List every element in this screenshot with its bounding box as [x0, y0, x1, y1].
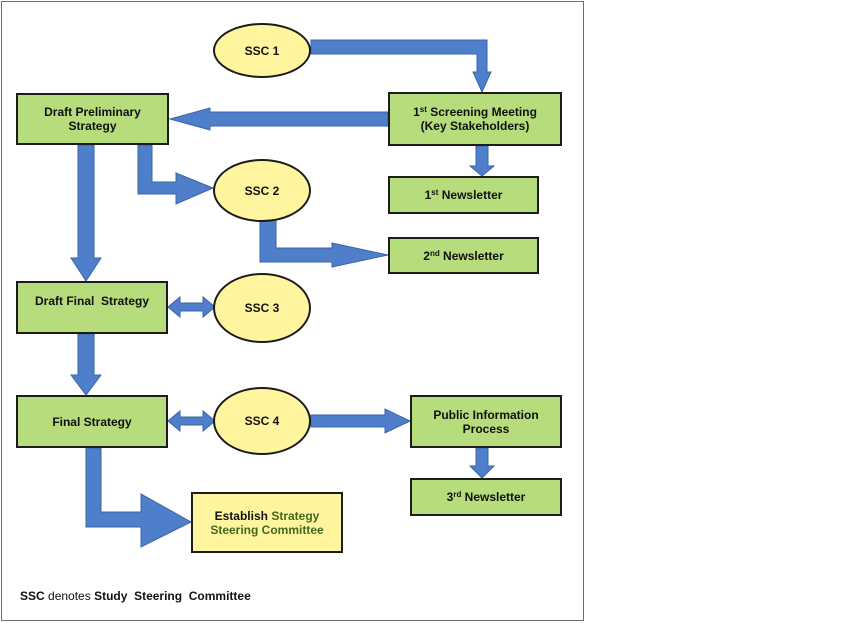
- ssc4-label: SSC 4: [244, 414, 280, 428]
- public-information-process-box: Public Information Process: [410, 395, 562, 448]
- ssc1-oval: SSC 1: [213, 23, 311, 78]
- newsletter-1-num: 1: [424, 188, 432, 202]
- arrow-draft-final-to-final: [70, 333, 102, 396]
- footnote-expansion: Study Steering Committee: [94, 589, 251, 603]
- newsletter-2-label: Newsletter: [439, 248, 504, 263]
- arrow-draft-preliminary-to-draft-final: [70, 144, 102, 282]
- footnote-abbr: SSC: [20, 589, 45, 603]
- strategy-word: Strategy: [271, 508, 320, 523]
- screening-meeting-line1: Screening Meeting: [426, 105, 537, 119]
- draft-preliminary-line1: Draft Preliminary: [44, 105, 141, 119]
- draft-final-strategy-box: Draft Final Strategy: [16, 281, 168, 334]
- ssc2-label: SSC 2: [244, 183, 280, 198]
- ssc1-label: SSC 1: [244, 43, 280, 58]
- arrow-screening-to-newsletter-1: [468, 145, 496, 177]
- newsletter-2-sup: nd: [429, 248, 440, 258]
- newsletter-3-num: 3: [446, 490, 454, 504]
- arrow-public-info-to-newsletter-3: [468, 447, 496, 479]
- screening-meeting-num: 1: [413, 105, 420, 119]
- newsletter-3-sup: rd: [453, 490, 462, 499]
- ssc2-oval: SSC 2: [213, 159, 311, 222]
- newsletter-2-box: 2nd Newsletter: [388, 237, 539, 274]
- final-strategy-label: Final Strategy: [52, 414, 132, 429]
- arrow-final-ssc4: [167, 409, 216, 433]
- establish-steering-committee-box: Establish Strategy Steering Committee: [191, 492, 343, 553]
- ssc3-oval: SSC 3: [213, 273, 311, 343]
- draft-final-strategy-label: Draft Final Strategy: [34, 294, 150, 308]
- newsletter-2-num: 2: [423, 248, 430, 263]
- screening-meeting-line2: (Key Stakeholders): [420, 119, 530, 133]
- newsletter-3-box: 3rd Newsletter: [410, 478, 562, 516]
- arrow-ssc2-to-newsletter-2: [259, 219, 389, 268]
- public-info-line1: Public Information: [433, 407, 539, 422]
- draft-preliminary-strategy-box: Draft Preliminary Strategy: [16, 93, 169, 145]
- arrow-draft-preliminary-to-ssc2: [137, 144, 215, 205]
- arrow-ssc4-to-public-info: [310, 408, 412, 434]
- establish-word: Establish: [214, 508, 268, 523]
- final-strategy-box: Final Strategy: [16, 395, 168, 448]
- screening-meeting-sup: st: [419, 105, 427, 114]
- draft-preliminary-line2: Strategy: [68, 119, 117, 133]
- footnote-middle: denotes: [44, 589, 95, 603]
- ssc3-label: SSC 3: [244, 301, 280, 315]
- public-info-line2: Process: [462, 421, 510, 436]
- steering-committee-line: Steering Committee: [210, 522, 324, 537]
- newsletter-1-box: 1st Newsletter: [388, 176, 539, 214]
- ssc4-oval: SSC 4: [213, 387, 311, 455]
- footnote: SSC denotes Study Steering Committee: [20, 589, 251, 603]
- arrow-screening-to-draft-preliminary: [168, 107, 389, 131]
- newsletter-1-sup: st: [431, 188, 439, 197]
- arrow-draft-final-ssc3: [167, 295, 216, 319]
- arrow-ssc1-to-screening: [310, 39, 492, 94]
- newsletter-3-label: Newsletter: [461, 490, 526, 504]
- screening-meeting-box: 1st Screening Meeting (Key Stakeholders): [388, 92, 562, 146]
- arrow-final-to-establish: [85, 447, 193, 548]
- newsletter-1-label: Newsletter: [438, 188, 503, 202]
